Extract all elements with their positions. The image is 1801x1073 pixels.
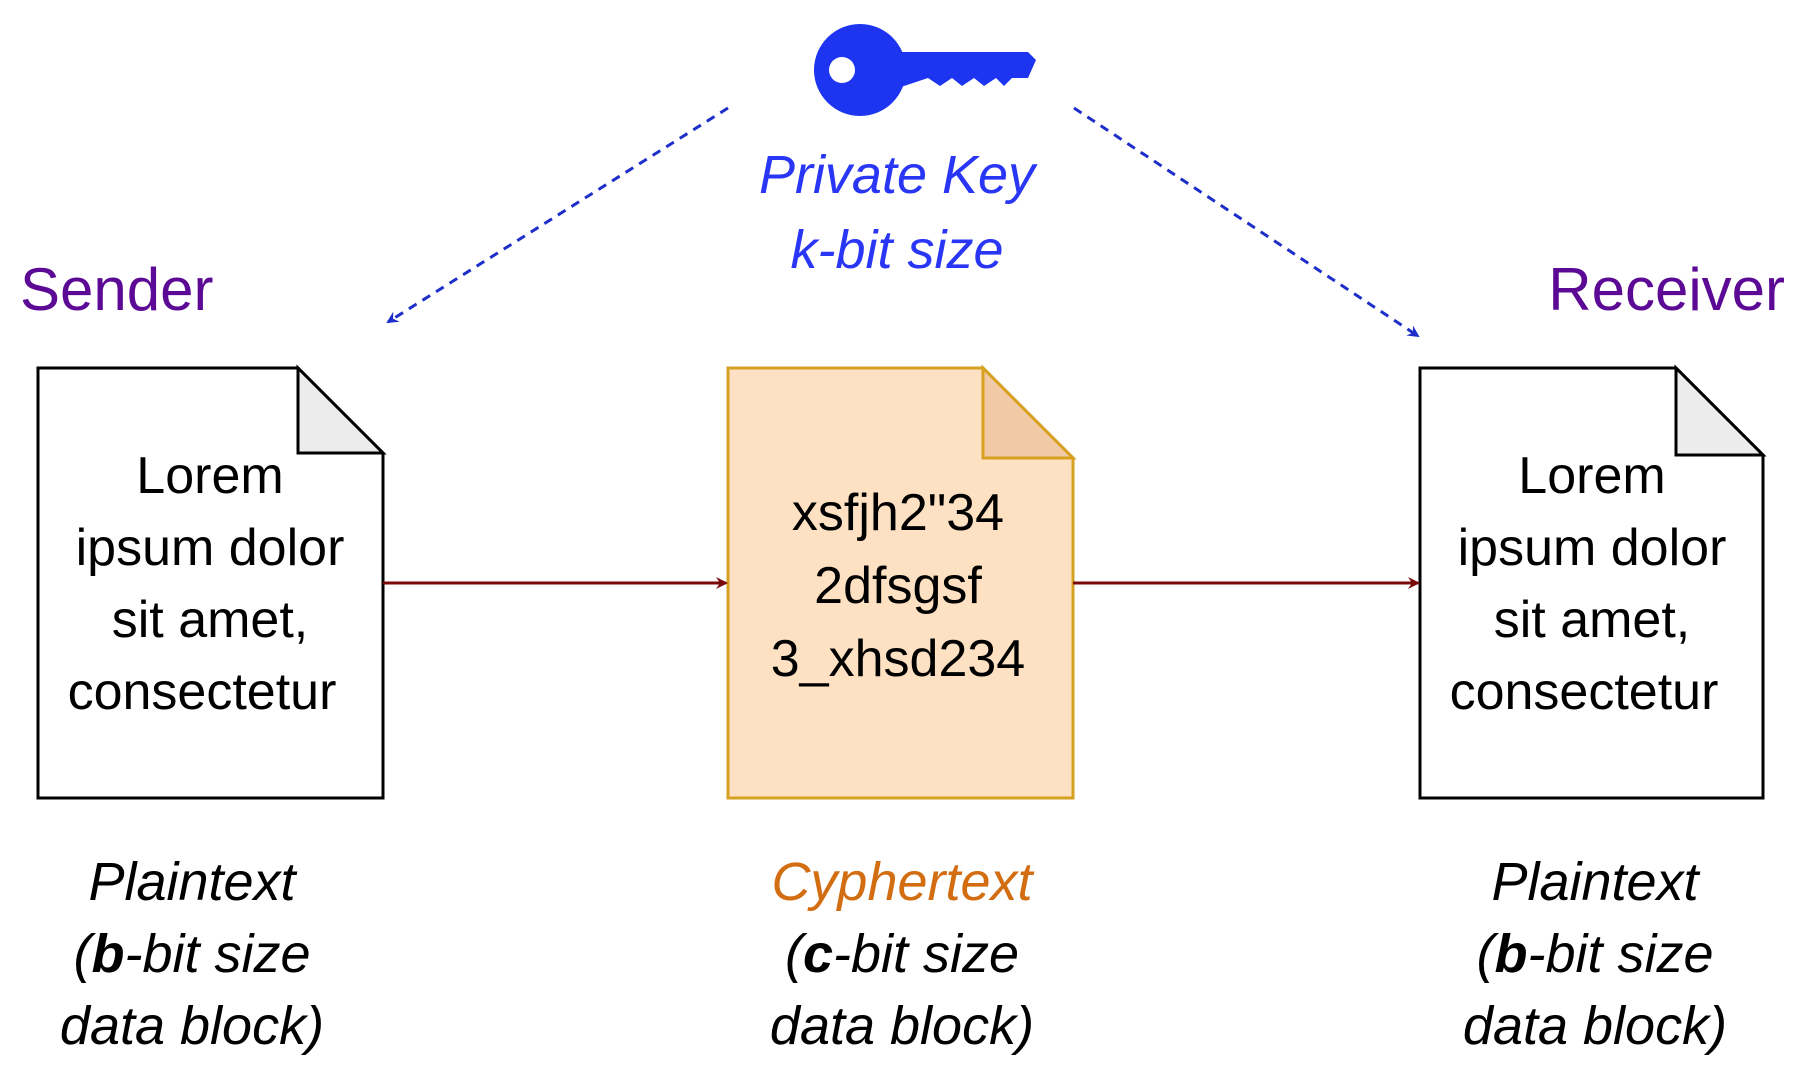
sender-caption-bold: b: [91, 924, 124, 984]
key-arrow-to-receiver: [1073, 106, 1420, 338]
receiver-caption: Plaintext (b-bit size data block): [1463, 852, 1727, 1056]
sender-document: Lorem ipsum dolor sit amet, consectetur: [36, 364, 387, 800]
cipher-caption-bold: c: [803, 924, 833, 984]
receiver-doc-line-4: consectetur: [1450, 663, 1719, 721]
cipher-caption-size: (c-bit size: [785, 924, 1019, 984]
receiver-label: Receiver: [1548, 256, 1785, 323]
sender-caption: Plaintext (b-bit size data block): [60, 852, 324, 1056]
cipher-caption-name: Cyphertext: [771, 852, 1034, 912]
receiver-doc-line-1: Lorem: [1518, 447, 1665, 505]
sender-doc-line-1: Lorem: [136, 447, 283, 505]
cipher-doc-line-2: 2dfsgsf: [814, 557, 982, 615]
sender-label: Sender: [20, 256, 213, 323]
cipher-caption-open: (: [785, 924, 808, 984]
sender-doc-line-4: consectetur: [68, 663, 337, 721]
cipher-caption: Cyphertext (c-bit size data block): [770, 852, 1035, 1056]
receiver-caption-line3: data block): [1463, 996, 1727, 1056]
sender-caption-line3: data block): [60, 996, 324, 1056]
sender-caption-rest: -bit size: [124, 924, 310, 984]
sender-caption-open: (: [73, 924, 96, 984]
cipher-doc-line-3: 3_xhsd234: [771, 630, 1025, 688]
sender-doc-line-3: sit amet,: [112, 591, 309, 649]
cipher-doc-line-1: xsfjh2"34: [792, 484, 1004, 542]
receiver-caption-name: Plaintext: [1491, 852, 1700, 912]
receiver-caption-open: (: [1476, 924, 1499, 984]
sender-caption-size: (b-bit size: [73, 924, 310, 984]
receiver-caption-bold: b: [1494, 924, 1527, 984]
receiver-doc-line-2: ipsum dolor: [1458, 519, 1727, 577]
cipher-caption-rest: -bit size: [833, 924, 1019, 984]
cipher-caption-line3: data block): [770, 996, 1034, 1056]
receiver-document: Lorem ipsum dolor sit amet, consectetur: [1418, 364, 1767, 800]
key-size-label: k-bit size: [790, 220, 1003, 280]
cipher-document: xsfjh2"34 2dfsgsf 3_xhsd234: [726, 364, 1077, 800]
key-icon: [814, 24, 1036, 116]
sender-doc-line-2: ipsum dolor: [76, 519, 345, 577]
receiver-doc-line-3: sit amet,: [1494, 591, 1691, 649]
key-arrow-to-sender: [386, 106, 729, 324]
receiver-caption-rest: -bit size: [1527, 924, 1713, 984]
sender-caption-name: Plaintext: [88, 852, 297, 912]
private-key-label: Private Key: [759, 145, 1038, 205]
receiver-caption-size: (b-bit size: [1476, 924, 1713, 984]
